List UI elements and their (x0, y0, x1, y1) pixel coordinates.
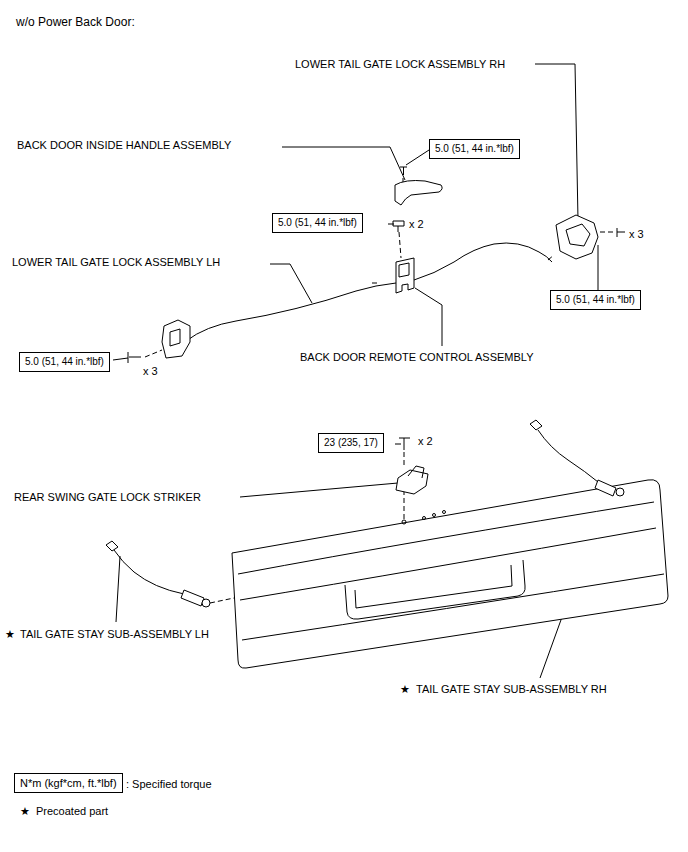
torque-value: 23 (235, 17) (324, 437, 378, 449)
inside-handle (395, 181, 442, 206)
precoat-star: ★ (400, 682, 410, 696)
legend-text: Precoated part (36, 804, 108, 818)
torque-spec-box: 5.0 (51, 44 in.*lbf) (272, 213, 363, 233)
lock-lh (162, 320, 190, 358)
remote-control (396, 258, 414, 293)
legend-torque-box: N*m (kgf*cm, ft.*lbf) (14, 773, 123, 793)
part-name: BACK DOOR REMOTE CONTROL ASSEMBLY (300, 350, 534, 364)
diagram-title: w/o Power Back Door: (16, 15, 135, 30)
torque-spec-box: 5.0 (51, 44 in.*lbf) (550, 290, 641, 310)
torque-value: 5.0 (51, 44 in.*lbf) (25, 356, 104, 368)
part-name: LOWER TAIL GATE LOCK ASSEMBLY LH (12, 255, 220, 269)
torque-value: 5.0 (51, 44 in.*lbf) (556, 294, 635, 306)
lock-rh (556, 215, 598, 259)
part-name: TAIL GATE STAY SUB-ASSEMBLY RH (416, 682, 607, 696)
part-name: LOWER TAIL GATE LOCK ASSEMBLY RH (295, 57, 505, 71)
quantity: x 3 (143, 364, 158, 378)
torque-spec-box: 5.0 (51, 44 in.*lbf) (429, 139, 520, 159)
torque-spec-box: 5.0 (51, 44 in.*lbf) (19, 352, 110, 372)
part-name: TAIL GATE STAY SUB-ASSEMBLY LH (20, 627, 209, 641)
quantity: x 2 (409, 217, 424, 231)
torque-value: 5.0 (51, 44 in.*lbf) (278, 217, 357, 229)
torque-value: 5.0 (51, 44 in.*lbf) (435, 143, 514, 155)
torque-spec-box: 23 (235, 17) (318, 433, 384, 453)
part-name: BACK DOOR INSIDE HANDLE ASSEMBLY (17, 138, 231, 152)
lock-striker (396, 466, 428, 494)
cable-lh (186, 283, 396, 341)
legend-text: : Specified torque (126, 777, 212, 791)
part-name: REAR SWING GATE LOCK STRIKER (14, 490, 201, 504)
torque-value: N*m (kgf*cm, ft.*lbf) (20, 777, 117, 789)
precoat-star: ★ (20, 804, 30, 818)
tail-gate-stays (106, 420, 624, 607)
precoat-star: ★ (5, 627, 15, 641)
tail-gate-panel (232, 480, 668, 668)
cable-rh (414, 243, 552, 280)
quantity: x 3 (629, 227, 644, 241)
quantity: x 2 (418, 434, 433, 448)
